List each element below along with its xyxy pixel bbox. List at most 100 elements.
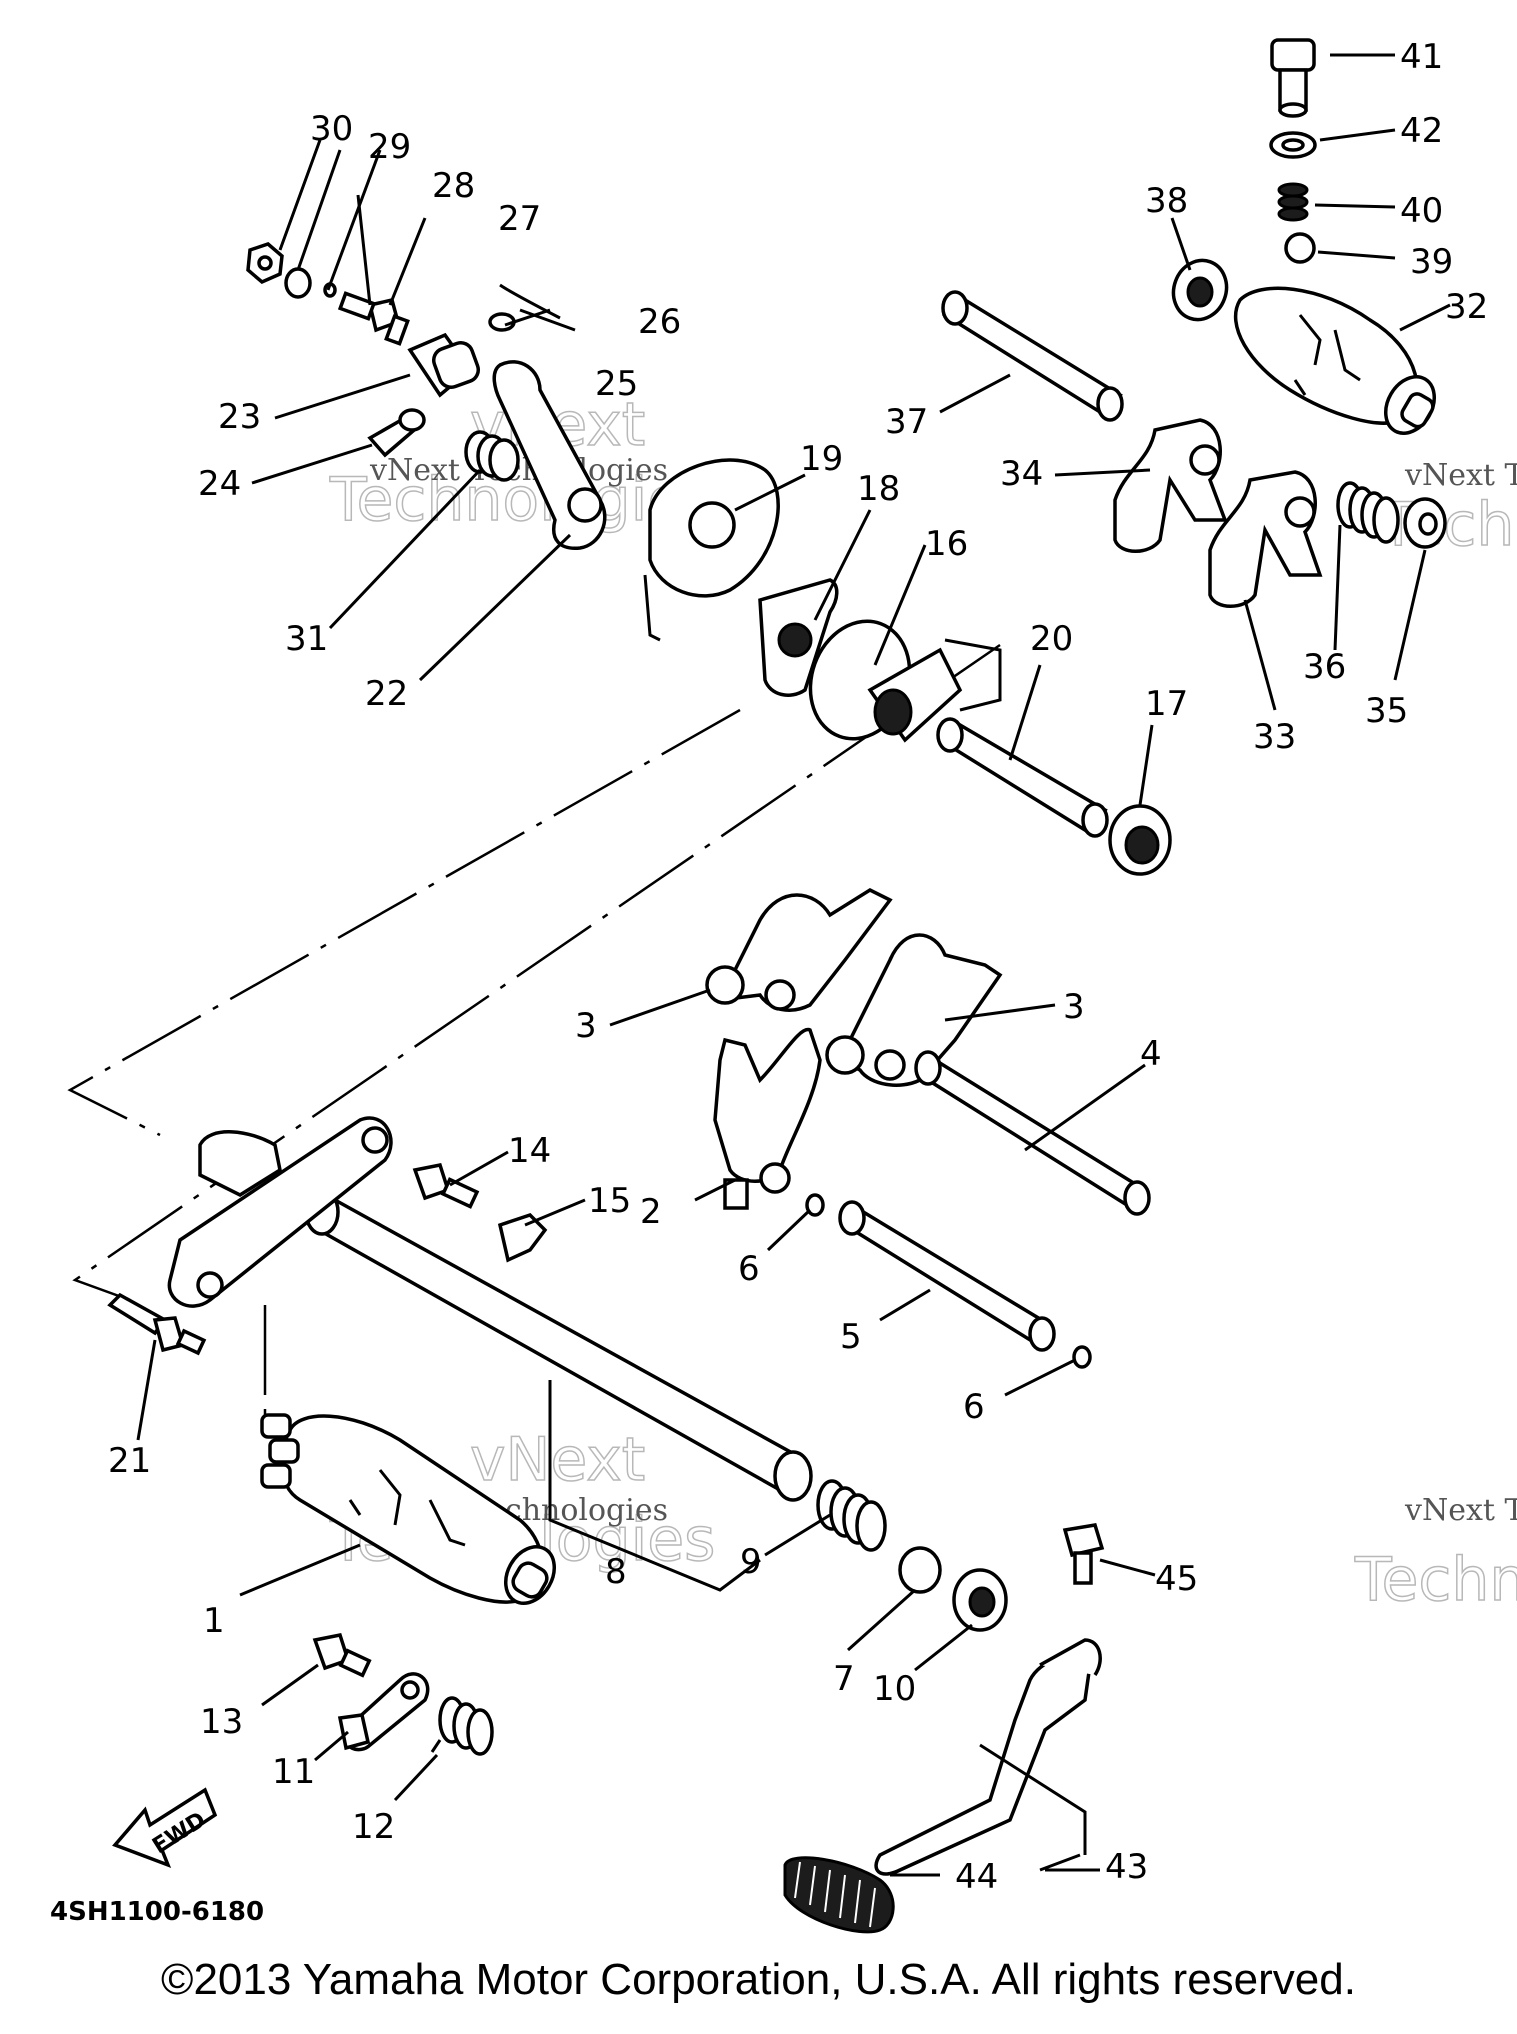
callout-37: 37: [885, 402, 928, 442]
callout-17: 17: [1145, 684, 1188, 724]
callout-1: 1: [203, 1601, 225, 1641]
callout-18: 18: [857, 469, 900, 509]
part-15-lock-washer: [497, 1212, 548, 1263]
dashed-line-lower: [72, 643, 1001, 1302]
callout-numbers: 1 2 3 3 4 5 6 6 7 8 9 10 11 12 13 14 15 …: [50, 37, 1488, 1927]
part-33-fork: [1208, 470, 1323, 608]
callout-19: 19: [800, 439, 843, 479]
part-3-fork-lower: [837, 933, 1003, 1087]
callout-39: 39: [1410, 242, 1453, 282]
dashed-line-upper: [67, 708, 741, 1137]
part-8-arm-hole-2: [196, 1271, 224, 1299]
part-12-spring: [430, 1696, 494, 1756]
shift-drum-assembly: [260, 1413, 556, 1756]
callout-38: 38: [1145, 181, 1188, 221]
part-13-bolt: [312, 1632, 372, 1678]
callout-36: 36: [1303, 647, 1346, 687]
copyright-notice: ©2013 Yamaha Motor Corporation, U.S.A. A…: [161, 1955, 1356, 2004]
callout-16: 16: [925, 524, 968, 564]
part-27-bolt: [337, 291, 410, 346]
diagram-part-code: 4SH1100-6180: [50, 1897, 264, 1927]
part-8-pawl: [198, 1130, 282, 1198]
shift-fork-assembly: [705, 887, 1151, 1369]
part-45-bolt: [1062, 1523, 1105, 1585]
part-8-arm-hole: [361, 1126, 389, 1154]
fwd-arrow: FWD: [112, 1787, 218, 1869]
part-2-pin: [723, 1178, 749, 1210]
callout-28: 28: [432, 166, 475, 206]
part-31-spring: [464, 430, 520, 482]
part-3-fork-upper: [716, 887, 893, 1012]
callout-32: 32: [1445, 287, 1488, 327]
callout-2: 2: [640, 1192, 662, 1232]
shift-drum-right-assembly: [941, 38, 1447, 608]
part-8-arm-plate: [167, 1116, 393, 1308]
part-3-upper-boss: [705, 965, 745, 1005]
watermark-edge-outline-2: Techn: [1354, 1545, 1517, 1615]
part-5-shaft: [838, 1200, 1056, 1352]
callout-31: 31: [285, 619, 328, 659]
segment-assembly: [643, 458, 1172, 876]
part-32-drum: [1233, 286, 1436, 435]
part-30-hole: [257, 255, 273, 271]
part-23-joint: [407, 332, 481, 398]
callout-23: 23: [218, 397, 261, 437]
part-20-shaft: [936, 717, 1109, 838]
callout-25: 25: [595, 364, 638, 404]
part-19-hub: [688, 501, 736, 549]
callout-9: 9: [740, 1542, 762, 1582]
part-24-pin: [367, 408, 426, 458]
part-7-washer: [898, 1546, 942, 1594]
part-18-hole: [777, 622, 813, 658]
part-44-rubber: [783, 1856, 895, 1934]
callout-3-lower: 3: [1063, 987, 1085, 1027]
part-1-shift-drum: [260, 1413, 556, 1605]
callout-45: 45: [1155, 1559, 1198, 1599]
callout-40: 40: [1400, 191, 1443, 231]
callout-44: 44: [955, 1857, 998, 1897]
part-6-clip-b: [1072, 1345, 1092, 1369]
callout-35: 35: [1365, 691, 1408, 731]
callout-24: 24: [198, 464, 241, 504]
part-3-lower-boss-2: [874, 1049, 906, 1081]
part-35-inner: [1418, 512, 1438, 536]
shift-pedal-assembly: [783, 1523, 1105, 1934]
part-11-roller: [337, 1713, 371, 1751]
callout-13: 13: [200, 1702, 243, 1742]
part-34-fork: [1113, 418, 1228, 553]
watermark-outline-3: vNext: [470, 1425, 645, 1495]
callout-7: 7: [833, 1659, 855, 1699]
callout-26: 26: [638, 302, 681, 342]
part-40-spring: [1277, 182, 1309, 222]
part-22-hub: [567, 487, 603, 523]
callout-43: 43: [1105, 1847, 1148, 1887]
callout-33: 33: [1253, 717, 1296, 757]
part-42-inner: [1281, 138, 1305, 152]
callout-5: 5: [840, 1317, 862, 1357]
part-19-tab: [643, 574, 661, 642]
part-10-inner: [968, 1586, 996, 1618]
watermark-edge-2: vNext T: [1404, 1493, 1517, 1528]
callout-11: 11: [272, 1752, 315, 1792]
part-2-boss: [759, 1162, 791, 1194]
callout-20: 20: [1030, 619, 1073, 659]
part-2-fork: [713, 1027, 822, 1183]
part-36-spring: [1336, 481, 1400, 544]
part-34-boss: [1189, 444, 1221, 476]
part-37-shaft: [941, 290, 1124, 422]
part-6-clip-a: [805, 1193, 825, 1217]
watermark-edge-1: vNext T: [1404, 458, 1517, 493]
part-11-hole: [400, 1680, 420, 1700]
shift-shaft-assembly: [107, 1116, 1008, 1632]
part-33-boss: [1284, 496, 1316, 528]
shift-arm-assembly: [246, 242, 607, 550]
callout-3-upper: 3: [575, 1006, 597, 1046]
part-3-upper-boss-2: [764, 979, 796, 1011]
callout-4: 4: [1140, 1034, 1162, 1074]
part-14-bolt: [412, 1162, 480, 1209]
part-38-inner: [1186, 276, 1214, 308]
callout-27: 27: [498, 199, 541, 239]
part-21-bolt: [107, 1292, 207, 1356]
part-39-ball: [1284, 232, 1316, 264]
